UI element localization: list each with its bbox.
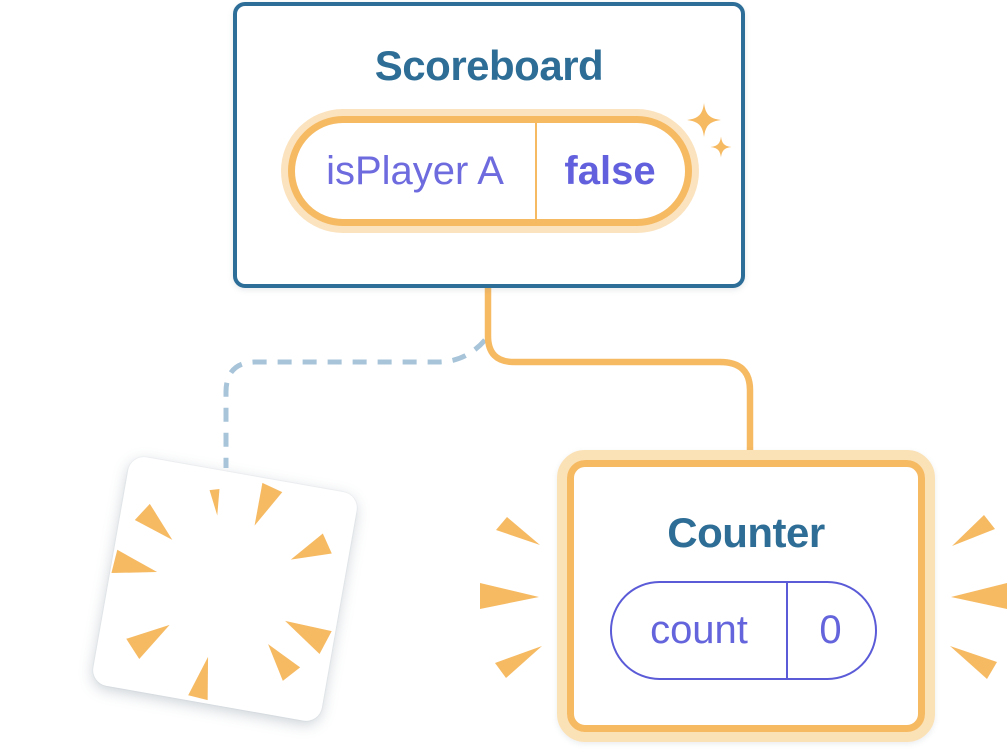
scoreboard-title: Scoreboard [374, 42, 604, 89]
state-value: false [564, 148, 656, 193]
counter-card: Counter count 0 [557, 450, 935, 742]
counter-title: Counter [667, 509, 825, 556]
destroyed-component-card [90, 454, 360, 724]
sparkles-icon [687, 103, 732, 158]
removed-branch-connector [223, 338, 487, 468]
burst-icon [111, 482, 332, 701]
counter-card-inner: Counter count 0 [567, 460, 925, 732]
counter-state-pill: count 0 [610, 581, 877, 680]
state-name: count [650, 608, 748, 652]
active-branch-connector [484, 288, 754, 455]
state-name: isPlayer A [326, 148, 504, 193]
emphasis-rays-right-icon [950, 515, 1007, 679]
emphasis-rays-left-icon [480, 517, 542, 678]
pill-divider [535, 123, 537, 219]
state-value: 0 [819, 608, 842, 652]
scoreboard-card: Scoreboard isPlayer A false [233, 2, 745, 288]
scoreboard-state-pill: isPlayer A false [288, 116, 692, 226]
pill-divider [786, 583, 788, 678]
